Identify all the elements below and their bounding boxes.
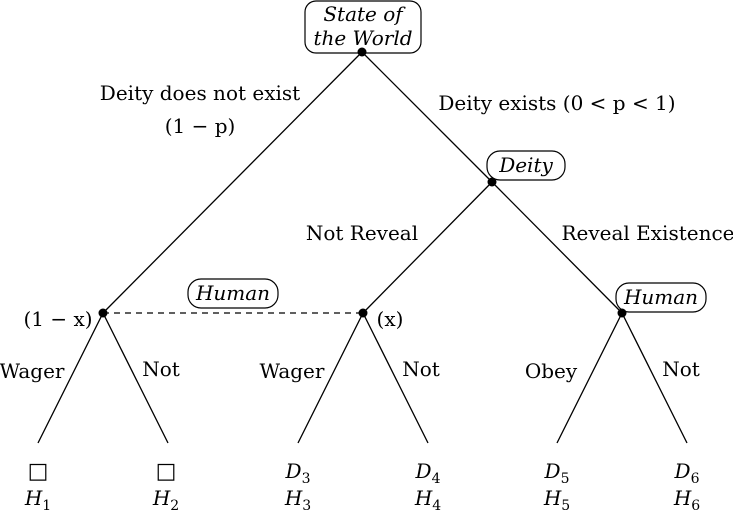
label-reveal-existence: Reveal Existence <box>561 221 733 245</box>
deity-node-box: Deity <box>486 150 566 181</box>
human-left-node <box>98 308 108 318</box>
deity-label: Deity <box>498 153 553 177</box>
label-deity-not-exist-prob: (1 − p) <box>165 114 236 138</box>
edge-left-wager <box>37 312 104 444</box>
label-mid-wager: Wager <box>260 359 325 383</box>
human-right-node <box>617 308 627 318</box>
human-reveal-label: Human <box>623 285 698 309</box>
label-not-reveal: Not Reveal <box>306 221 418 245</box>
label-left-not: Not <box>142 357 180 381</box>
edge-right-not <box>621 312 688 444</box>
edge-not-reveal <box>362 181 493 314</box>
label-mid-not: Not <box>402 357 440 381</box>
leaf-2-top-symbol: □ <box>156 459 177 484</box>
leaf-1-top-symbol: □ <box>28 459 49 484</box>
edge-mid-not <box>362 312 429 444</box>
root-label-line1: State of <box>323 2 406 26</box>
leaf-5-bottom-label: H5 <box>543 486 570 514</box>
label-deity-not-exist: Deity does not exist <box>100 81 300 105</box>
edge-deity-exists <box>361 51 493 183</box>
label-deity-exists: Deity exists (0 < p < 1) <box>438 91 675 115</box>
edge-reveal-existence <box>491 181 623 314</box>
leaf-4-top-label: D4 <box>415 459 441 487</box>
label-right-obey: Obey <box>525 359 578 383</box>
leaf-6-bottom-label: H6 <box>673 486 700 514</box>
human-reveal-box: Human <box>615 282 707 313</box>
deity-node <box>487 177 497 187</box>
leaf-2-bottom-label: H2 <box>152 486 179 514</box>
edge-left-not <box>102 312 169 444</box>
human-info-set-box: Human <box>187 278 279 309</box>
leaf-1-bottom-label: H1 <box>24 486 51 514</box>
leaf-3-top-label: D3 <box>285 459 311 487</box>
root-node <box>357 47 367 57</box>
belief-mid: (x) <box>377 307 404 331</box>
leaf-3-bottom-label: H3 <box>284 486 311 514</box>
edge-mid-wager <box>297 312 364 444</box>
belief-left: (1 − x) <box>23 307 92 331</box>
leaf-4-bottom-label: H4 <box>414 486 441 514</box>
leaf-5-top-label: D5 <box>544 459 570 487</box>
human-mid-node <box>358 308 368 318</box>
root-node-box: State of the World <box>304 0 422 54</box>
edge-deity-not-exist <box>102 51 363 314</box>
human-info-set-label: Human <box>195 281 270 305</box>
root-label-line2: the World <box>313 26 412 50</box>
edge-right-obey <box>556 312 623 444</box>
leaf-6-top-label: D6 <box>674 459 700 487</box>
label-left-wager: Wager <box>0 359 65 383</box>
label-right-not: Not <box>662 357 700 381</box>
